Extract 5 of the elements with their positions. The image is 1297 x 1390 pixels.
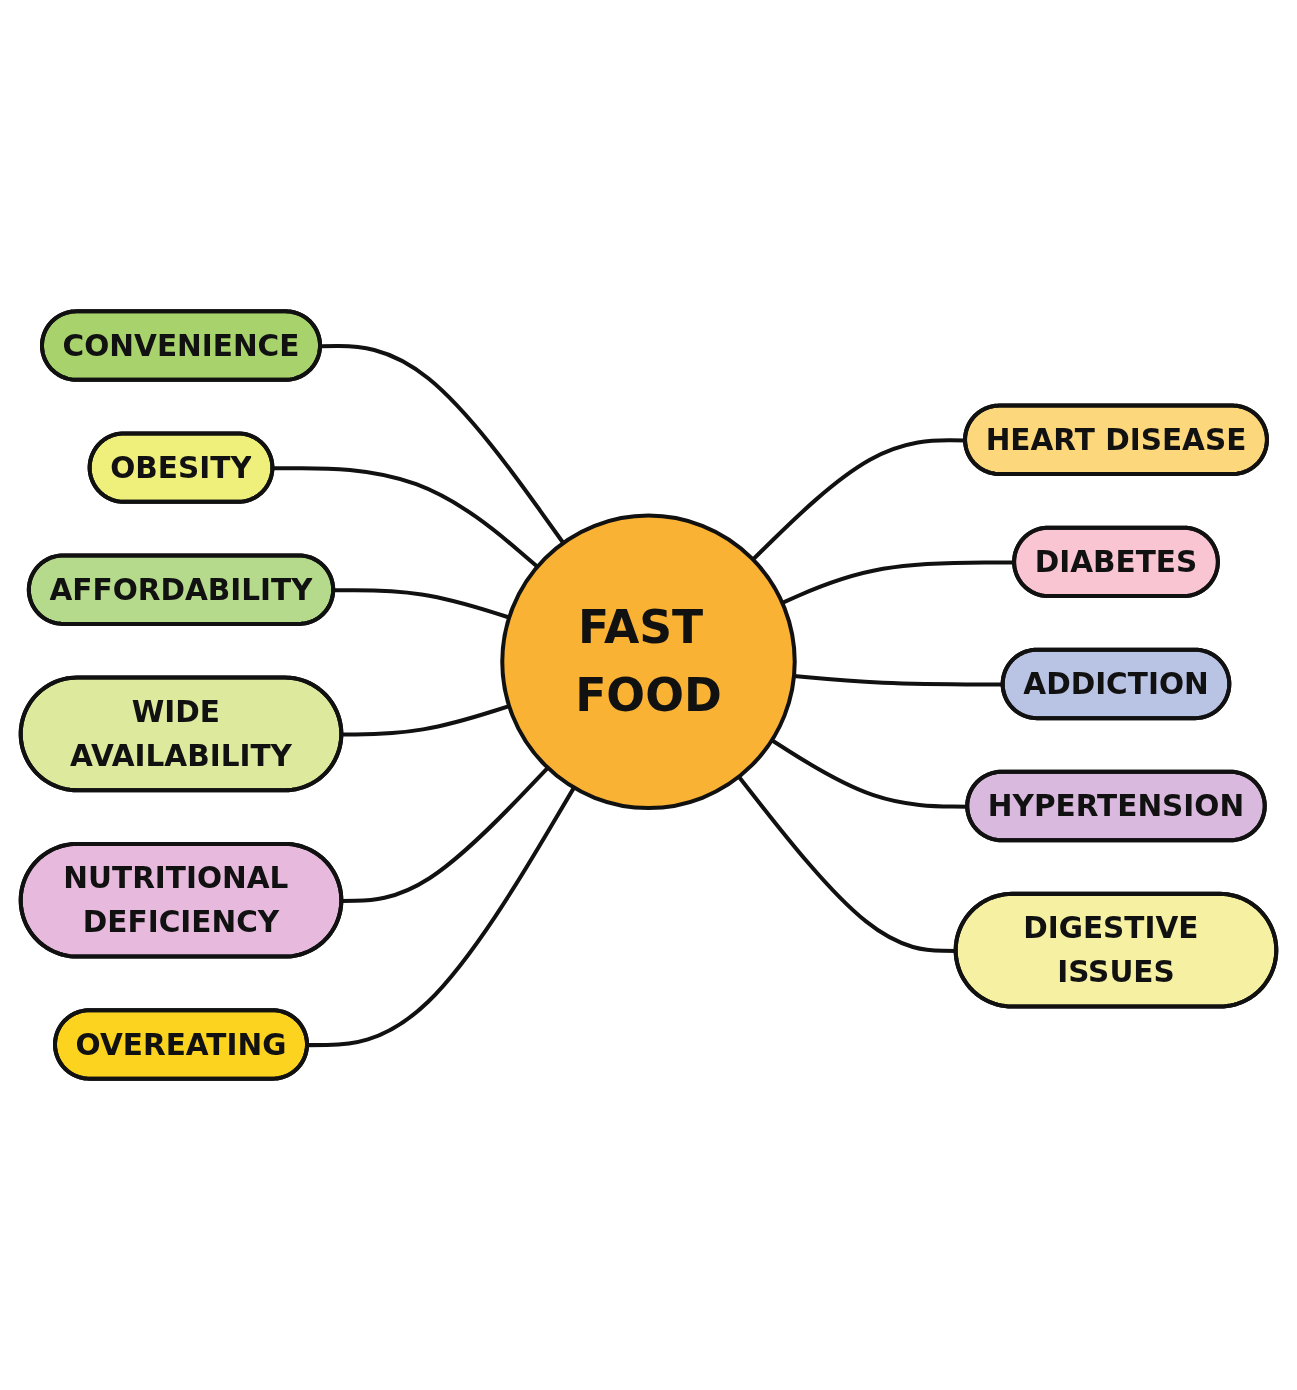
connector <box>273 466 539 569</box>
connector <box>737 775 957 953</box>
node-circle: FAST FOOD <box>500 513 797 811</box>
connector <box>320 344 565 545</box>
connector <box>793 674 1004 687</box>
